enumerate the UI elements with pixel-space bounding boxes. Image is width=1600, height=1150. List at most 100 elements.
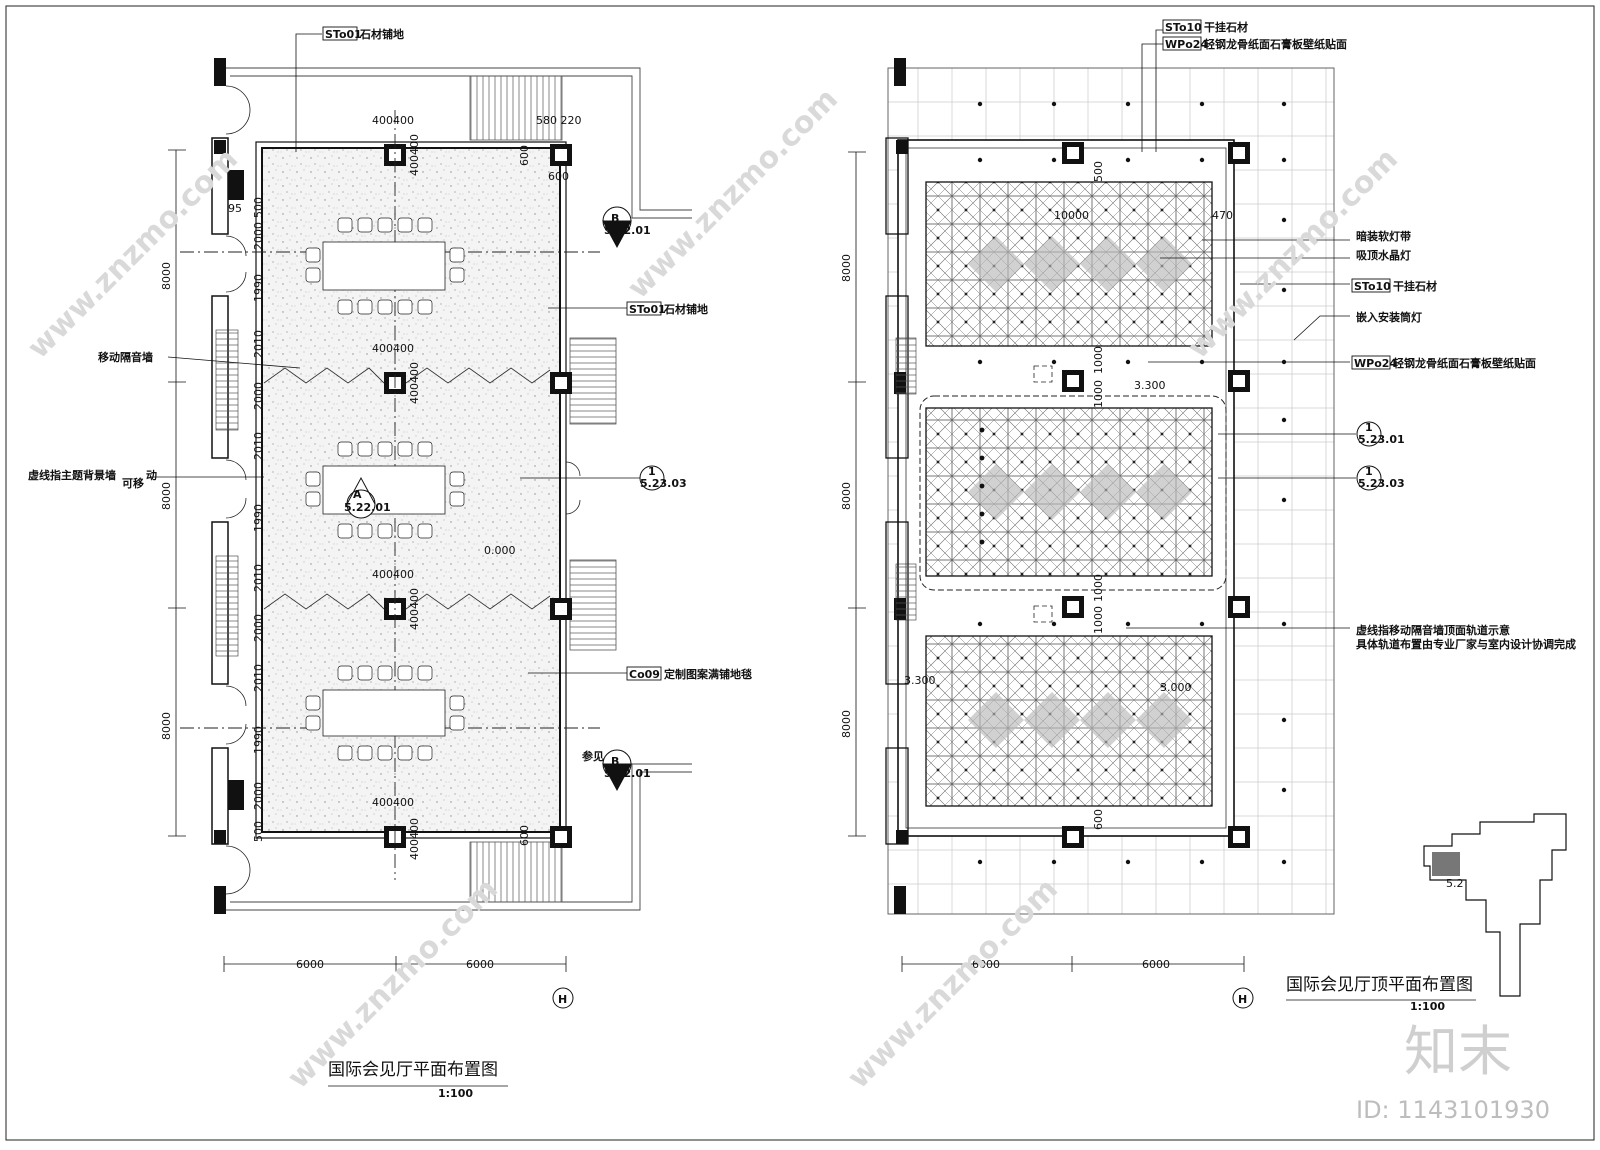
callout-shapes (346, 206, 1382, 792)
wall-segment-dim: 2010 (252, 432, 265, 460)
chair (397, 745, 413, 761)
downlight-dot (1281, 497, 1287, 503)
dim-bay-r1: 8000 (840, 254, 853, 282)
chair (449, 471, 465, 487)
chair (305, 471, 321, 487)
right-plan-scale: 1:100 (1410, 1000, 1445, 1013)
wall-segment-dim: 2010 (252, 664, 265, 692)
downlight-dot (1051, 621, 1057, 627)
dim-column-2: 400400 (372, 342, 414, 355)
chair (337, 745, 353, 761)
dim-470: 470 (1212, 209, 1233, 222)
chair (377, 665, 393, 681)
callout-1a-letter: 1 (1365, 421, 1373, 434)
chair (417, 523, 433, 539)
downlight-dot (1199, 859, 1205, 865)
dim-v600-bottom: 600 (518, 825, 531, 846)
left-plan-scale: 1:100 (438, 1087, 473, 1100)
dim-bottom-r1: 6000 (972, 958, 1000, 971)
watermark-site-2: www.znzmo.com (621, 82, 845, 306)
wall-dimension-group: 5002000199020102000201019902010200020101… (252, 197, 265, 842)
chair (397, 523, 413, 539)
dim-v1000d: 1000 (1092, 606, 1105, 634)
dry-stone2-label: 干挂石材 (1393, 279, 1437, 293)
chair (357, 523, 373, 539)
dim-bay-1: 8000 (160, 262, 173, 290)
dim-bay-r3: 8000 (840, 710, 853, 738)
wall-segment-dim: 2010 (252, 564, 265, 592)
callout-one-ref: 5.23.03 (640, 477, 687, 490)
dim-column-v3: 400400 (408, 588, 421, 630)
dim-column-3: 400400 (372, 568, 414, 581)
stone-floor2-label: 石材铺地 (663, 302, 708, 316)
right-plan-title: 国际会见厅顶平面布置图 (1286, 975, 1473, 995)
downlight-dot (979, 455, 985, 461)
leader-lines (150, 29, 1356, 674)
downlight-dot (1125, 359, 1131, 365)
axis-h-right: H (1238, 993, 1247, 1006)
downlight-dot (979, 539, 985, 545)
downlight-dot (977, 359, 983, 365)
stone-floor2-code: STo01 (629, 303, 666, 316)
dim-column-v4: 400400 (408, 818, 421, 860)
downlight-dot (1051, 101, 1057, 107)
chair (417, 745, 433, 761)
dim-10000: 10000 (1054, 209, 1089, 222)
wall-segment-dim: 1990 (252, 726, 265, 754)
dim-top-right: 580 220 (536, 114, 582, 127)
dim-column-1: 400400 (372, 114, 414, 127)
dim-bay-r2: 8000 (840, 482, 853, 510)
key-plan-label: 5.2 (1446, 877, 1464, 890)
wall-segment-dim: 2000 (252, 614, 265, 642)
movable-label: 可移 (122, 476, 144, 490)
dim-bottom-2: 6000 (466, 958, 494, 971)
wall-segment-dim: 500 (252, 197, 265, 218)
dim-bay-2: 8000 (160, 482, 173, 510)
chair (449, 695, 465, 711)
downlight-dot (1125, 859, 1131, 865)
dim-h600: 600 (548, 170, 569, 183)
chair (357, 665, 373, 681)
chair (337, 523, 353, 539)
downlight-dot (977, 859, 983, 865)
chair (417, 299, 433, 315)
chair (305, 715, 321, 731)
dry-stone2-code: STo10 (1354, 280, 1391, 293)
chair (357, 299, 373, 315)
axis-h-left: H (558, 993, 567, 1006)
left-plan-title: 国际会见厅平面布置图 (328, 1060, 498, 1080)
chair (377, 745, 393, 761)
downlight-dot (977, 101, 983, 107)
sheet-border (5, 5, 1595, 1141)
downlight-dot (1281, 217, 1287, 223)
downlight-dot (1281, 787, 1287, 793)
downlight-dot (977, 157, 983, 163)
downlight-dot (1281, 287, 1287, 293)
downlight-dot (1281, 417, 1287, 423)
chair (449, 267, 465, 283)
callout-b-bottom-letter: B (611, 755, 619, 768)
gypsum-code: WPo24 (1165, 38, 1208, 51)
chair (377, 441, 393, 457)
downlight-dot (979, 427, 985, 433)
chair (357, 441, 373, 457)
dim-v500: 500 (1092, 161, 1105, 182)
gypsum-label: 轻钢龙骨纸面石膏板壁纸贴面 (1204, 37, 1347, 51)
chair (337, 665, 353, 681)
floor-elevation: 0.000 (484, 544, 516, 557)
downlight-dot (1281, 157, 1287, 163)
downlight-dot (1125, 621, 1131, 627)
wall-segment-dim: 2010 (252, 330, 265, 358)
downlight-dot (1199, 621, 1205, 627)
chair (305, 247, 321, 263)
downlight-dot (1281, 101, 1287, 107)
downlight-dot (1199, 101, 1205, 107)
chair (417, 665, 433, 681)
dry-stone-label: 干挂石材 (1204, 20, 1248, 34)
downlight-dot (1051, 859, 1057, 865)
dim-v600-r: 600 (1092, 809, 1105, 830)
dry-stone-code: STo10 (1165, 21, 1202, 34)
wall-segment-dim: 1990 (252, 274, 265, 302)
chair (377, 299, 393, 315)
